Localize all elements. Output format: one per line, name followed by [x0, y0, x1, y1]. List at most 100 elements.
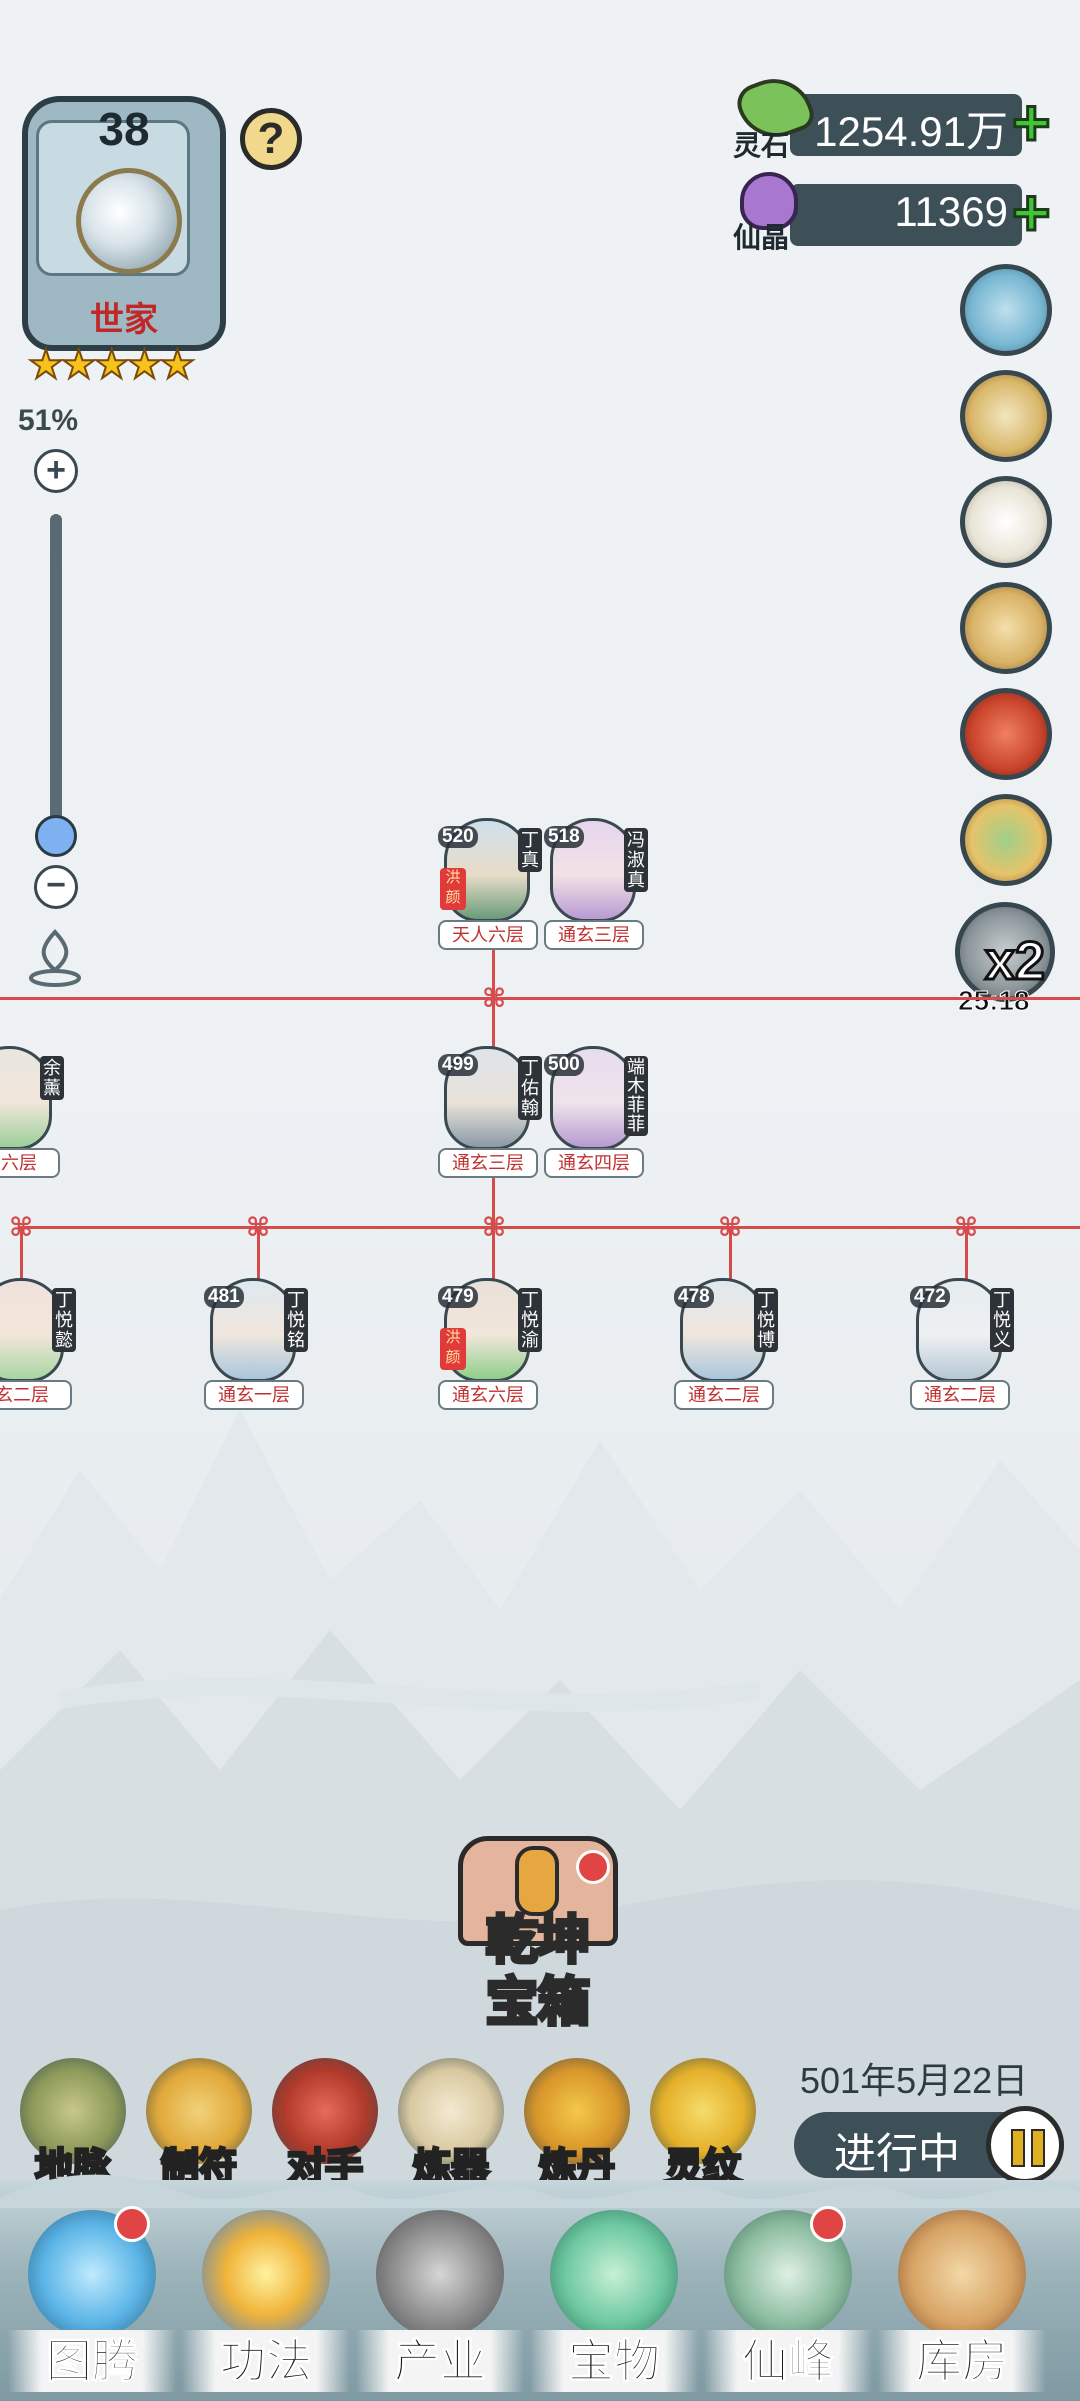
chest-label-line2: 宝箱	[484, 1972, 592, 2034]
nav-cloud-wave	[0, 2174, 1080, 2208]
family-member-card[interactable]: 479 丁悦渝 洪颜 通玄六层	[438, 1278, 542, 1410]
pause-button[interactable]	[986, 2106, 1064, 2184]
immortal-crystal-bar	[790, 184, 1022, 246]
member-age: 499	[438, 1054, 478, 1076]
flame-icon	[202, 2210, 330, 2338]
talisman-icon[interactable]	[960, 794, 1052, 886]
member-tag: 洪颜	[440, 868, 466, 910]
nav-label: 图腾	[8, 2330, 176, 2392]
help-button[interactable]: ?	[240, 108, 302, 170]
member-avatar	[210, 1278, 296, 1382]
family-member-card[interactable]: 丁悦懿 玄二层	[0, 1278, 76, 1410]
nav-industry[interactable]: 产业	[356, 2180, 524, 2400]
immortal-crystal-value: 11369	[894, 188, 1008, 235]
member-rank: 天人六层	[438, 920, 538, 950]
tree-line-drop	[965, 1226, 968, 1280]
zoom-out-button[interactable]: −	[34, 865, 78, 909]
tree-knot: ⌘	[481, 983, 507, 1013]
zoom-slider-handle[interactable]	[35, 815, 77, 857]
family-member-card[interactable]: 478 丁悦博 通玄二层	[674, 1278, 778, 1410]
notes-icon[interactable]	[960, 476, 1052, 568]
family-member-card[interactable]: 499 丁佑翰 通玄三层	[438, 1046, 542, 1178]
nav-label: 库房	[878, 2330, 1046, 2392]
zoom-percent: 51%	[18, 404, 79, 437]
zoom-slider-track[interactable]	[50, 514, 62, 834]
family-rank-name: 世家	[90, 301, 158, 339]
alchemy-furnace-icon	[524, 2058, 630, 2164]
tree-line-gen1	[0, 997, 1080, 1000]
tree-line-trunk2	[492, 1140, 495, 1226]
speed-multiplier: x2	[983, 930, 1046, 993]
member-name: 丁悦铭	[284, 1288, 308, 1352]
member-age: 520	[438, 826, 478, 848]
settings-gear-icon[interactable]	[960, 264, 1052, 356]
member-name: 丁悦博	[754, 1288, 778, 1352]
family-level: 38	[98, 103, 150, 155]
add-spirit-stone-button[interactable]: +	[1011, 85, 1053, 159]
member-rank: 通玄四层	[544, 1148, 644, 1178]
spirit-stone-label: 灵石	[733, 130, 790, 161]
treasure-chest-button[interactable]: 乾坤 宝箱	[448, 1836, 628, 2036]
member-name: 丁佑翰	[518, 1056, 542, 1120]
member-rank: 通玄三层	[544, 920, 644, 950]
member-age: 500	[544, 1054, 584, 1076]
member-name: 丁悦懿	[52, 1288, 76, 1352]
family-crest[interactable]: 38 世家 ★★★★★	[14, 96, 236, 396]
game-date: 501年5月22日	[800, 2060, 1029, 2101]
chest-label-line1: 乾坤	[484, 1910, 592, 1972]
member-age: 518	[544, 826, 584, 848]
immortal-crystal-label: 仙晶	[733, 222, 790, 253]
nav-totem[interactable]: 图腾	[8, 2180, 176, 2400]
member-tag: 洪颜	[440, 1328, 466, 1370]
earth-vein-icon	[20, 2058, 126, 2164]
spirit-stone-bar	[790, 94, 1022, 156]
nav-label: 宝物	[530, 2330, 698, 2392]
member-name: 端木菲菲	[624, 1056, 648, 1136]
member-name: 丁真	[518, 828, 542, 872]
zoom-in-button[interactable]: +	[34, 449, 78, 493]
nav-treasures[interactable]: 宝物	[530, 2180, 698, 2400]
member-age: 478	[674, 1286, 714, 1308]
map-scroll-icon[interactable]	[960, 370, 1052, 462]
member-rank: 通玄六层	[438, 1380, 538, 1410]
family-member-card[interactable]: 520 丁真 洪颜 天人六层	[438, 818, 542, 950]
tree-line-drop	[20, 1226, 23, 1280]
member-name: 余薰	[40, 1056, 64, 1100]
family-member-card[interactable]: 余薰 玄六层	[0, 1046, 64, 1178]
nav-storehouse[interactable]: 库房	[878, 2180, 1046, 2400]
immortal-crystal-icon	[740, 172, 798, 230]
member-name: 丁悦义	[990, 1288, 1014, 1352]
totem-orb-icon	[76, 168, 182, 274]
notification-dot	[810, 2206, 846, 2242]
quest-scroll-icon[interactable]	[960, 582, 1052, 674]
family-member-card[interactable]: 500 端木菲菲 通玄四层	[544, 1046, 648, 1178]
spirit-stone-value: 1254.91万	[814, 108, 1008, 155]
red-book-icon[interactable]	[960, 688, 1052, 780]
pause-icon-bar	[1011, 2129, 1025, 2167]
status-text: 进行中	[834, 2130, 961, 2177]
tree-line-drop	[492, 1226, 495, 1280]
member-age: 472	[910, 1286, 950, 1308]
background-mountains	[0, 1410, 1080, 2250]
family-member-card[interactable]: 472 丁悦义 通玄二层	[910, 1278, 1014, 1410]
family-stars: ★★★★★	[27, 342, 196, 388]
member-rank: 通玄二层	[674, 1380, 774, 1410]
tree-line-gen3	[20, 1226, 1080, 1229]
nav-label: 仙峰	[704, 2330, 872, 2392]
locate-icon[interactable]	[26, 928, 84, 988]
family-member-card[interactable]: 481 丁悦铭 通玄一层	[204, 1278, 308, 1410]
mountain-house-icon	[376, 2210, 504, 2338]
talisman-making-icon	[146, 2058, 252, 2164]
nav-immortal-peak[interactable]: 仙峰	[704, 2180, 872, 2400]
nav-label: 功法	[182, 2330, 350, 2392]
family-member-card[interactable]: 518 冯淑真 通玄三层	[544, 818, 648, 950]
spirit-pattern-icon	[650, 2058, 756, 2164]
member-name: 冯淑真	[624, 828, 648, 892]
treasure-bag-icon	[898, 2210, 1026, 2338]
speed-timer: 25:18	[958, 985, 1031, 1017]
chest-gem-icon	[515, 1846, 559, 1916]
notification-dot	[576, 1850, 610, 1884]
add-immortal-crystal-button[interactable]: +	[1011, 175, 1053, 249]
nav-cultivation-methods[interactable]: 功法	[182, 2180, 350, 2400]
member-rank: 通玄三层	[438, 1148, 538, 1178]
